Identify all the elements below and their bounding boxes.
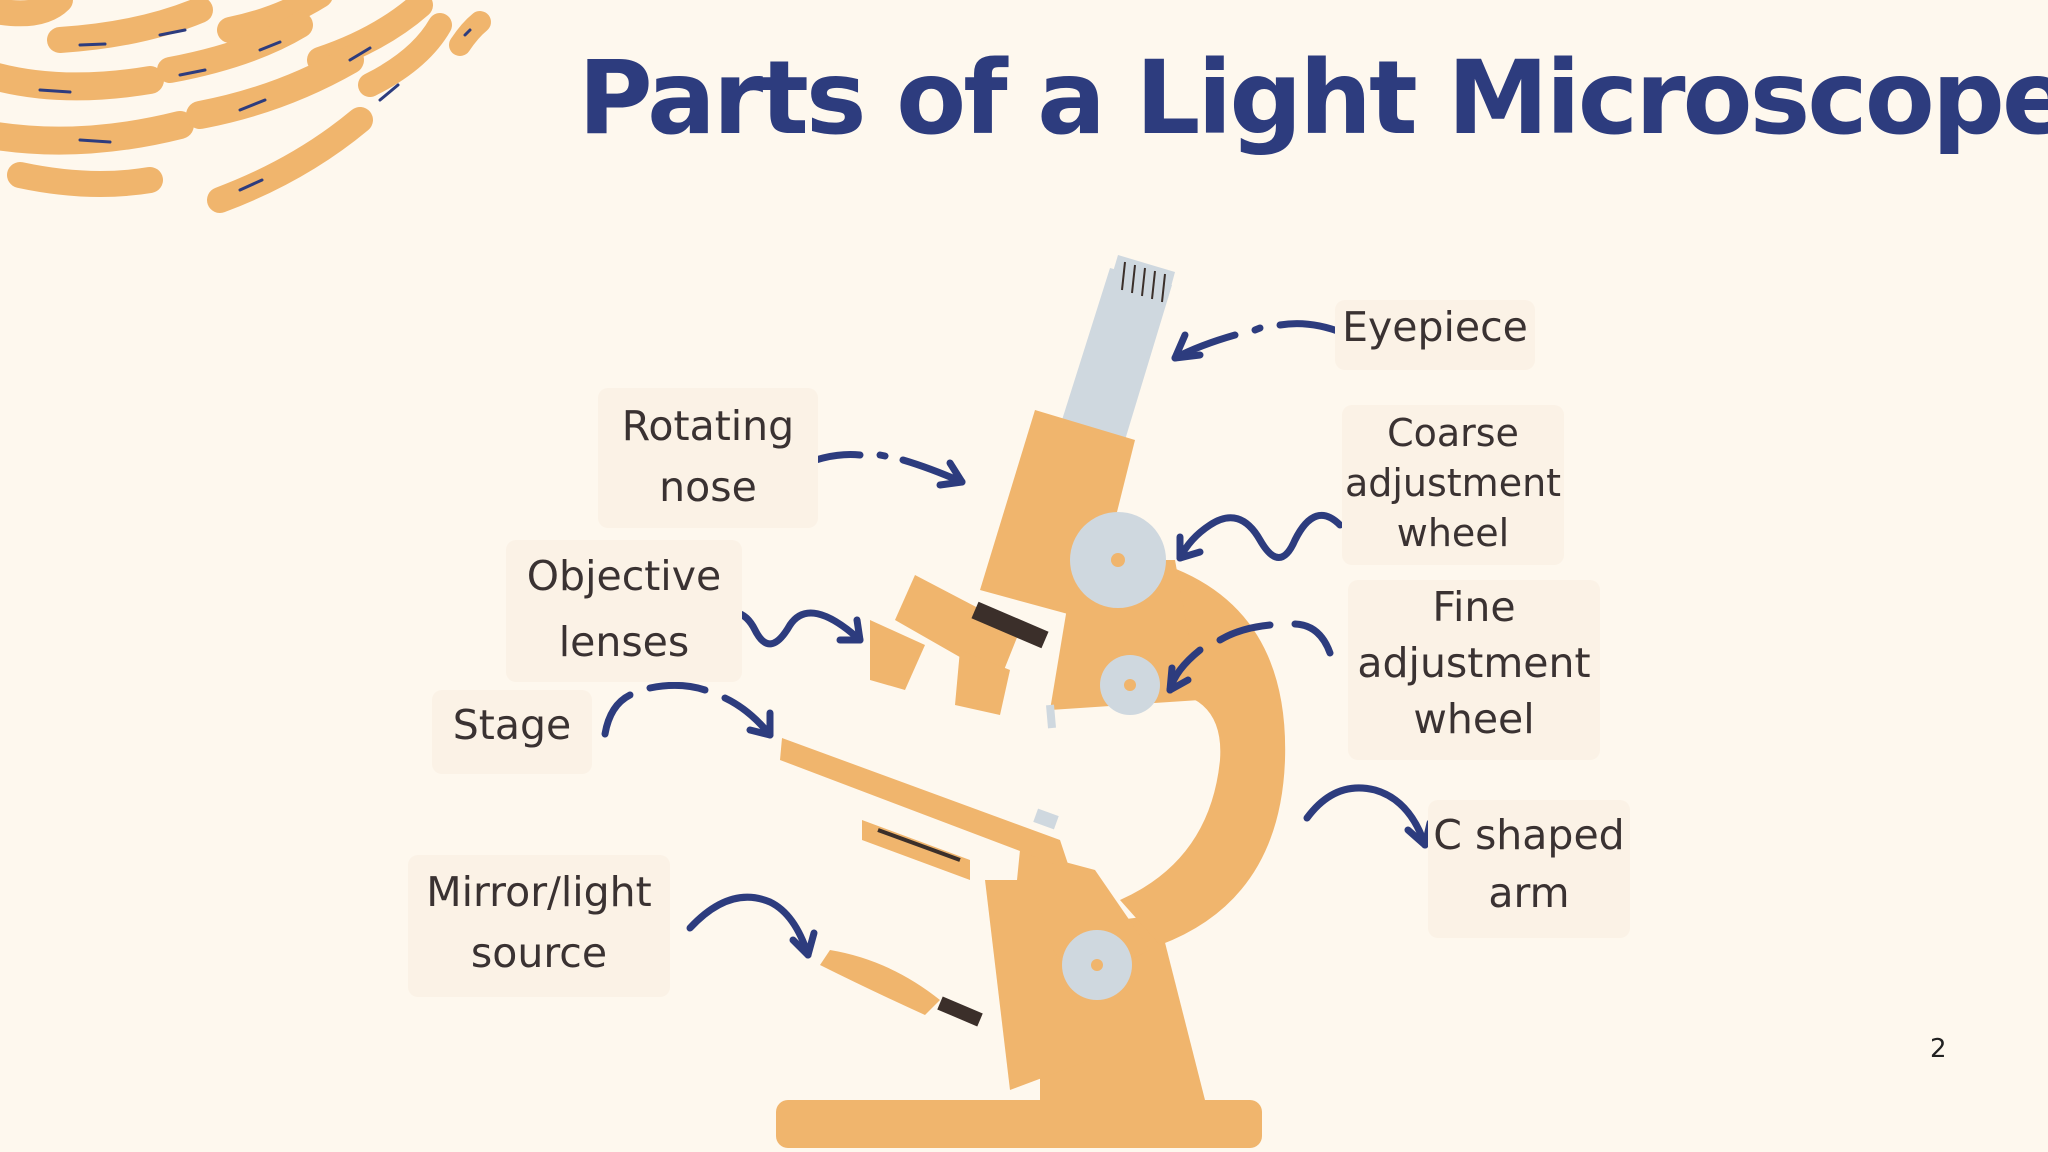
- label-objective-lenses: Objective lenses: [526, 552, 722, 666]
- label-bg-objective-lenses: [506, 540, 742, 682]
- slide-title: Parts of a Light Microscope: [578, 39, 2048, 158]
- label-bg-mirror-light-source: [408, 855, 670, 997]
- arrow-stage: [601, 681, 774, 739]
- arrow-c-shaped-arm: [1303, 784, 1434, 849]
- label-bg-coarse-adjustment: [1342, 405, 1564, 565]
- arrow-mirror-light-source: [686, 893, 818, 959]
- page-number: 2: [1930, 1034, 1947, 1064]
- arrow-coarse-adjustment: [1176, 512, 1344, 562]
- bacteria-dash-marks: [38, 28, 472, 192]
- bacteria-pattern-icon: [0, 0, 491, 213]
- label-rotating-nose: Rotating nose: [621, 402, 795, 511]
- label-c-shaped-arm: C shaped arm: [1433, 811, 1625, 918]
- arrow-eyepiece: [1171, 320, 1347, 362]
- label-stage: Stage: [452, 701, 572, 749]
- label-bg-eyepiece: [1335, 300, 1535, 370]
- arrow-fine-adjustment: [1166, 620, 1334, 694]
- label-bg-fine-adjustment: [1348, 580, 1600, 760]
- label-fine-adjustment-wheel: Fine adjustment wheel: [1357, 583, 1591, 743]
- label-bg-stage: [432, 690, 592, 774]
- label-eyepiece: Eyepiece: [1342, 303, 1528, 351]
- label-coarse-adjustment-wheel: Coarse adjustment wheel: [1344, 411, 1562, 556]
- arrow-rotating-nose: [791, 451, 966, 489]
- label-bg-rotating-nose: [598, 388, 818, 528]
- label-bg-c-shaped-arm: [1428, 800, 1630, 938]
- microscope-icon: [776, 255, 1286, 1148]
- label-mirror-light-source: Mirror/light source: [426, 868, 652, 977]
